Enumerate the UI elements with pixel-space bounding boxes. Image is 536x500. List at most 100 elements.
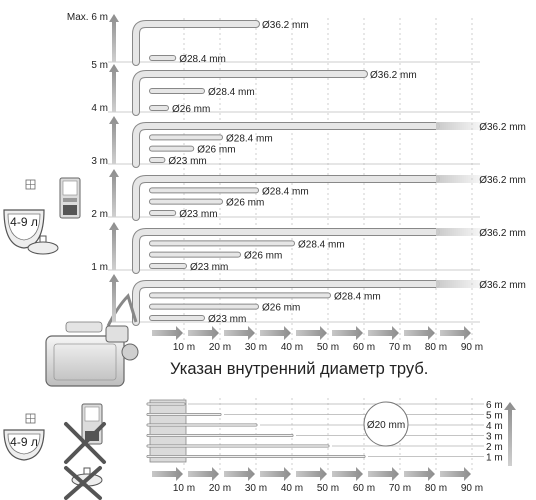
height-label: Max. 6 m — [67, 12, 108, 23]
height-label: 4 m — [486, 421, 503, 432]
pipe-diameter-label: Ø36.2 mm — [262, 20, 309, 31]
distance-label: 90 m — [461, 342, 483, 353]
height-arrow — [109, 274, 119, 322]
pipe-main — [133, 123, 439, 167]
pipe-main — [133, 229, 439, 273]
distance-arrow — [332, 326, 363, 340]
distance-arrow — [152, 467, 183, 481]
height-label: 3 m — [486, 432, 503, 443]
pipe-fade — [436, 228, 490, 236]
height-arrow — [109, 116, 119, 164]
pipe-diameter-label: Ø23 mm — [208, 314, 246, 325]
distance-arrow — [404, 326, 435, 340]
pipe-diameter-label: Ø26 mm — [226, 198, 264, 209]
distance-label: 90 m — [461, 483, 483, 494]
distance-label: 60 m — [353, 483, 375, 494]
pipe-main — [133, 71, 367, 115]
distance-label: 80 m — [425, 483, 447, 494]
distance-arrow — [296, 326, 327, 340]
distance-label: 80 m — [425, 342, 447, 353]
pipe-diameter-label: Ø28.4 mm — [334, 291, 381, 302]
grid-small-icon-bottom — [25, 413, 36, 424]
distance-arrow — [152, 326, 183, 340]
pipe-diameter-label: Ø28.4 mm — [179, 54, 226, 65]
height-arrow — [109, 14, 119, 62]
height-label: 5 m — [91, 60, 108, 71]
pump-stack — [149, 399, 187, 463]
height-arrow — [109, 64, 119, 112]
pipe-diameter-label: Ø36.2 mm — [370, 70, 417, 81]
tank-icon-bottom: 4-9 л — [3, 429, 45, 461]
pipe-diameter-note: Указан внутренний диаметр труб. — [170, 360, 429, 378]
cross-out-icon — [64, 422, 106, 500]
height-scale: Max. 6 m5 m4 m3 m2 m1 m — [67, 12, 119, 322]
bottom-height-scale: 6 m5 m4 m3 m2 m1 m — [486, 400, 516, 466]
distance-label: 50 m — [317, 483, 339, 494]
distance-arrow — [368, 326, 399, 340]
distance-arrow — [188, 467, 219, 481]
height-arrow — [109, 222, 119, 270]
pipe-main — [133, 281, 439, 325]
tank-icon: 4-9 л — [3, 209, 45, 249]
diameter-badge-label: Ø20 mm — [367, 420, 405, 431]
pipe-fade — [436, 175, 490, 183]
pump-riser — [106, 293, 138, 327]
pipe-diameter-label: Ø36.2 mm — [479, 122, 526, 133]
pipe-diameter-label: Ø23 mm — [179, 209, 217, 220]
pipe-main — [133, 176, 439, 220]
distance-arrow — [368, 467, 399, 481]
distance-label: 20 m — [209, 342, 231, 353]
pump-icon — [45, 321, 139, 387]
washbasin-icon — [27, 235, 59, 255]
distance-label: 30 m — [245, 483, 267, 494]
height-arrow — [504, 402, 516, 466]
pipe-diameter-label: Ø26 mm — [197, 145, 235, 156]
tank-label-bottom: 4-9 л — [10, 435, 38, 449]
pipe-diameter-label: Ø23 mm — [168, 156, 206, 167]
distance-label: 70 m — [389, 483, 411, 494]
height-arrow — [109, 169, 119, 217]
distance-arrow — [296, 467, 327, 481]
pipe-diameter-label: Ø36.2 mm — [479, 280, 526, 291]
distance-label: 60 m — [353, 342, 375, 353]
control-panel-icon — [59, 177, 81, 219]
pipe-diameter-label: Ø28.4 mm — [226, 133, 273, 144]
diameter-badge: Ø20 mm — [363, 401, 409, 447]
distance-arrow — [440, 467, 471, 481]
distance-label: 70 m — [389, 342, 411, 353]
distance-label: 30 m — [245, 342, 267, 353]
pipe-fade — [436, 280, 490, 288]
pipe-diameter-label: Ø23 mm — [190, 262, 228, 273]
distance-arrow — [440, 326, 471, 340]
distance-arrow — [224, 467, 255, 481]
distance-arrow — [260, 326, 291, 340]
pipe-diameter-label: Ø28.4 mm — [208, 87, 255, 98]
pipe-main — [133, 21, 259, 65]
distance-arrow — [260, 467, 291, 481]
pipe-diameter-label: Ø28.4 mm — [298, 239, 345, 250]
pipe-diameter-label: Ø36.2 mm — [479, 228, 526, 239]
pipe-diameter-label: Ø36.2 mm — [479, 175, 526, 186]
distance-label: 40 m — [281, 342, 303, 353]
distance-arrow — [224, 326, 255, 340]
pipe-fade — [436, 122, 490, 130]
distance-label: 10 m — [173, 483, 195, 494]
distance-label: 20 m — [209, 483, 231, 494]
height-label: 2 m — [91, 209, 108, 220]
pipe-diameter-label: Ø28.4 mm — [262, 186, 309, 197]
distance-arrow — [404, 467, 435, 481]
bottom-pipe-lines — [146, 402, 484, 458]
tank-label: 4-9 л — [10, 215, 38, 229]
pipe-diameter-label: Ø26 mm — [262, 303, 300, 314]
height-label: 1 m — [486, 453, 503, 464]
height-label: 2 m — [486, 442, 503, 453]
distance-arrow — [332, 467, 363, 481]
height-label: 3 m — [91, 156, 108, 167]
distance-arrow — [188, 326, 219, 340]
pipe-diameter-label: Ø26 mm — [172, 104, 210, 115]
height-label: 6 m — [486, 400, 503, 411]
